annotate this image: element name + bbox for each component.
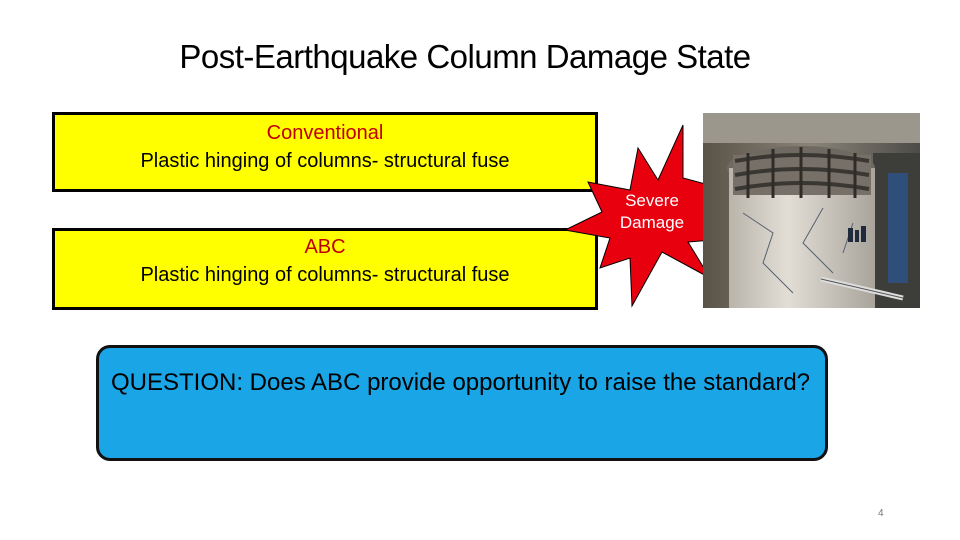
conventional-heading: Conventional xyxy=(266,122,384,144)
severe-damage-label: Severe Damage xyxy=(590,190,714,234)
question-box: QUESTION: Does ABC provide opportunity t… xyxy=(96,345,828,461)
severe-damage-line2: Damage xyxy=(619,213,685,232)
page-number: 4 xyxy=(878,508,884,519)
abc-box: ABC Plastic hinging of columns- structur… xyxy=(52,228,598,310)
abc-heading: ABC xyxy=(304,236,346,258)
severe-damage-line1: Severe xyxy=(625,191,679,210)
slide-title: Post-Earthquake Column Damage State xyxy=(179,38,751,75)
conventional-box: Conventional Plastic hinging of columns-… xyxy=(52,112,598,192)
conventional-text: Plastic hinging of columns- structural f… xyxy=(140,150,510,172)
damaged-column-photo xyxy=(703,113,920,308)
abc-text: Plastic hinging of columns- structural f… xyxy=(140,264,510,286)
